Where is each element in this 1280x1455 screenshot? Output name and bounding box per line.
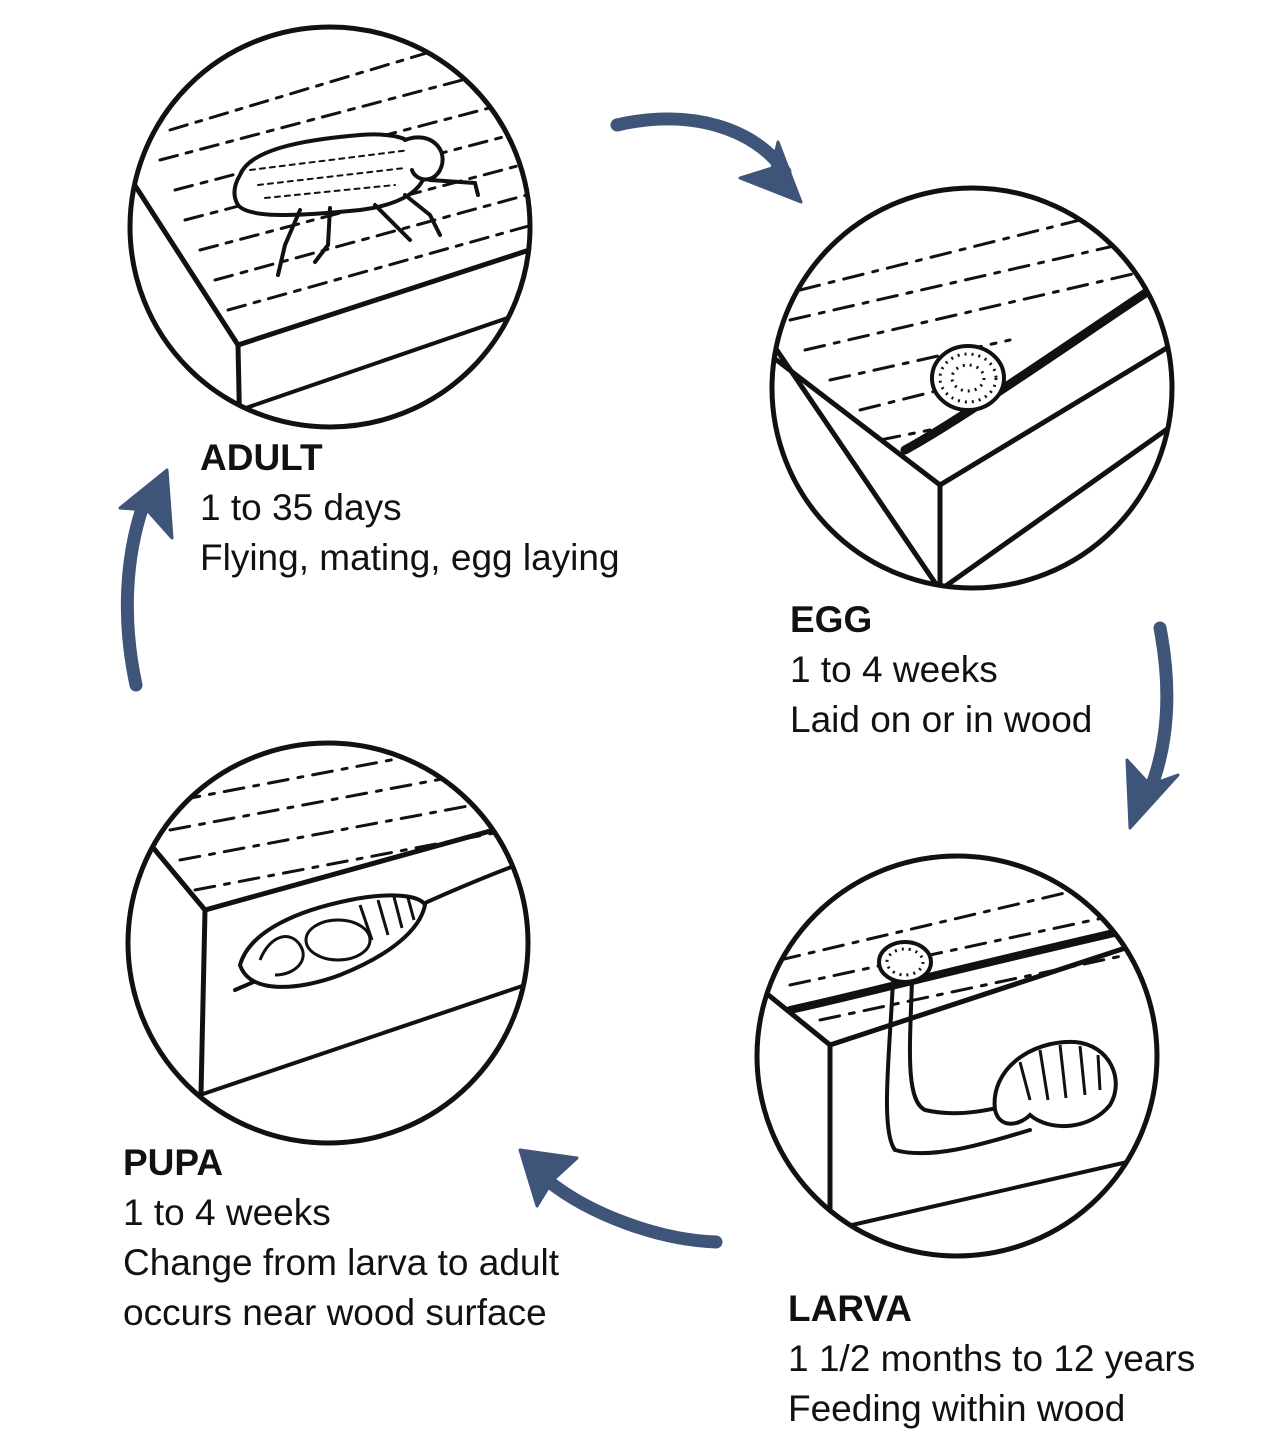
- cycle-arrow-icon: [118, 112, 1180, 1249]
- larva-label: LARVA 1 1/2 months to 12 years Feeding w…: [788, 1284, 1195, 1434]
- egg-icon: [930, 344, 1006, 412]
- egg-circle: [769, 185, 1175, 591]
- pupa-circle: [125, 740, 531, 1146]
- stage-description: Flying, mating, egg laying: [200, 537, 620, 578]
- stage-duration: 1 1/2 months to 12 years: [788, 1338, 1196, 1379]
- stage-duration: 1 to 4 weeks: [123, 1192, 331, 1233]
- stage-duration: 1 to 4 weeks: [790, 649, 998, 690]
- adult-circle: [127, 24, 533, 430]
- pupa-label: PUPA 1 to 4 weeks Change from larva to a…: [123, 1138, 559, 1338]
- stage-title: LARVA: [788, 1288, 913, 1329]
- larva-icon: [877, 940, 1118, 1129]
- stage-title: ADULT: [200, 437, 323, 478]
- stage-description: occurs near wood surface: [123, 1292, 547, 1333]
- stage-title: PUPA: [123, 1142, 224, 1183]
- larva-circle: [754, 853, 1160, 1259]
- stage-title: EGG: [790, 599, 873, 640]
- stage-description: Change from larva to adult: [123, 1242, 560, 1283]
- stage-description: Laid on or in wood: [790, 699, 1093, 740]
- egg-label: EGG 1 to 4 weeks Laid on or in wood: [790, 595, 1092, 745]
- stage-duration: 1 to 35 days: [200, 487, 402, 528]
- pupa-icon: [237, 893, 428, 989]
- stage-description: Feeding within wood: [788, 1388, 1126, 1429]
- adult-label: ADULT 1 to 35 days Flying, mating, egg l…: [200, 433, 620, 583]
- beetle-icon: [232, 132, 480, 277]
